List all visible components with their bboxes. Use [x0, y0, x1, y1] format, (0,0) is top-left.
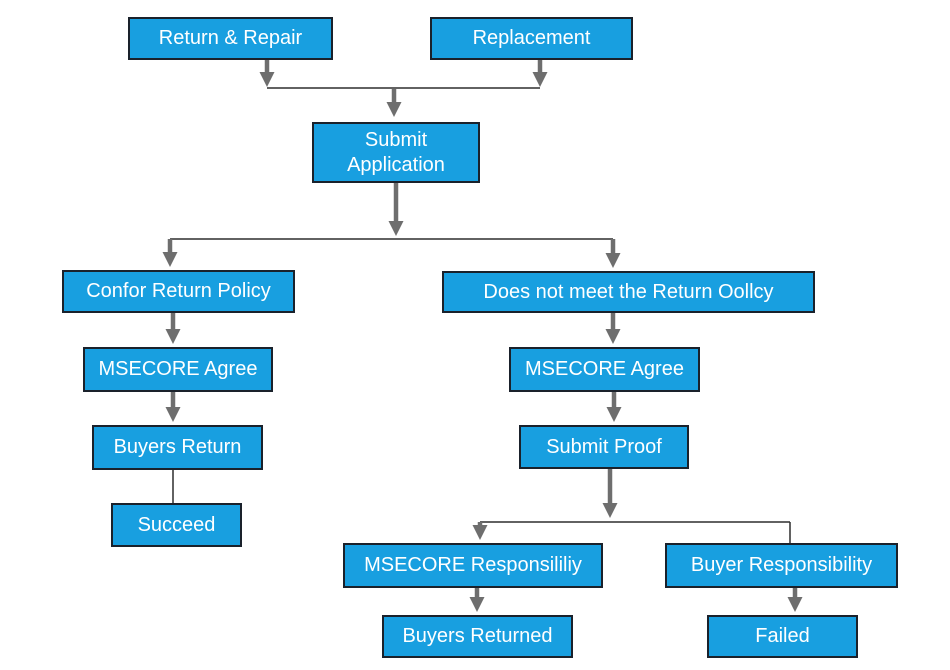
node-does-not-meet-return-policy: Does not meet the Return Oollcy [442, 271, 815, 313]
node-label: Replacement [472, 27, 591, 49]
node-submit-application: Submit Application [312, 122, 480, 183]
node-label: Buyer Responsibility [690, 554, 873, 576]
edge-confor-to-msecore-agree [165, 313, 181, 344]
edge-msecore-agree-to-submit-proof [606, 392, 622, 422]
node-buyer-responsibility: Buyer Responsibility [665, 543, 898, 588]
node-buyers-returned: Buyers Returned [382, 615, 573, 658]
node-failed: Failed [707, 615, 858, 658]
node-label: Succeed [137, 513, 216, 536]
node-label: MSECORE Responsililiy [364, 554, 582, 576]
node-succeed: Succeed [111, 503, 242, 547]
edge-does-not-meet-to-msecore-agree [605, 313, 621, 344]
edge-buyer-responsibility-to-failed [787, 588, 803, 612]
node-label: Confor Return Policy [86, 280, 271, 302]
edge-branch-to-does-not-meet [605, 239, 621, 268]
node-msecore-responsibility: MSECORE Responsililiy [343, 543, 603, 588]
edge-branch-to-confor [162, 239, 178, 267]
node-replacement: Replacement [430, 17, 633, 60]
node-label: MSECORE Agree [525, 358, 684, 380]
edge-msecore-agree-to-buyers-return [165, 392, 181, 422]
edge-msecore-responsibility-to-buyers-returned [469, 588, 485, 612]
edge-merge-to-submit-application [386, 89, 402, 117]
node-confor-return-policy: Confor Return Policy [62, 270, 295, 313]
node-msecore-agree-right: MSECORE Agree [509, 347, 700, 392]
edge-replacement-down [532, 60, 548, 87]
node-label: MSECORE Agree [98, 358, 258, 380]
edge-return-repair-down [259, 60, 275, 87]
node-return-repair: Return & Repair [128, 17, 333, 60]
node-label: Return & Repair [158, 27, 303, 49]
node-msecore-agree-left: MSECORE Agree [83, 347, 273, 392]
edge-submit-application-down [388, 183, 404, 236]
node-label: Submit Proof [546, 435, 662, 458]
node-label: Buyers Returned [402, 625, 553, 647]
node-label: Failed [755, 625, 810, 647]
node-label: Does not meet the Return Oollcy [483, 280, 774, 303]
edge-submit-proof-down [602, 469, 618, 518]
node-buyers-return: Buyers Return [92, 425, 263, 470]
node-label: Buyers Return [113, 436, 242, 458]
node-submit-proof: Submit Proof [519, 425, 689, 469]
edge-branch-to-msecore-responsibility [472, 522, 488, 540]
node-label: Submit Application [347, 128, 445, 176]
